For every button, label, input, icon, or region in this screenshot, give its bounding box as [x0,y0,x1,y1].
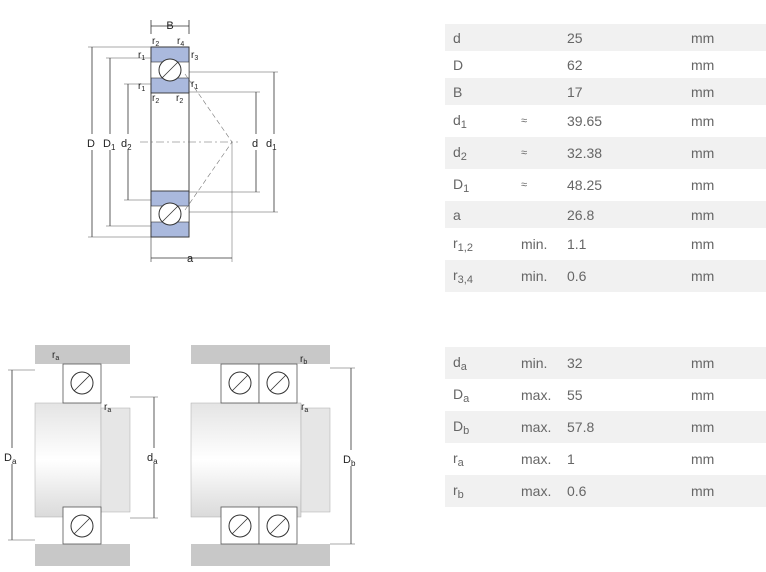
single-mounting-drawing: Da da ra ra [2,345,166,566]
dimension-symbol: Db [445,411,513,443]
dimension-unit: mm [683,24,766,51]
dimension-unit: mm [691,236,715,252]
label-r1-right: r1 [191,79,198,91]
dimension-qualifier [513,51,559,78]
label-r1-top: r1 [138,50,145,62]
dimension-unit: mm [683,137,766,169]
dimension-unit: mm [683,78,766,105]
dimension-value: 57.8 [559,411,683,443]
dimension-qualifier: min. [521,236,548,252]
dimension-qualifier: max. [521,451,552,467]
table-row: Da max. 55 mm [445,379,766,411]
dimension-value: 55 [567,387,583,403]
dimension-value: 1.1 [567,236,587,252]
label-D: D [87,138,95,150]
dimension-qualifier [513,24,559,51]
dimension-value: 32 [559,347,683,379]
dimension-symbol: D [453,56,464,73]
dimension-qualifier: ≈ [521,179,528,191]
label-da: da [147,452,158,466]
dimension-symbol: Da [453,385,470,405]
dimension-value: 32.38 [559,137,683,169]
dimension-unit: mm [683,260,766,292]
dimension-unit: mm [683,347,766,379]
label-r4: r4 [177,36,184,48]
dimension-symbol: a [445,201,513,228]
dimension-qualifier [513,201,559,228]
table-row: r1,2 min. 1.1 mm [445,228,766,260]
dimension-symbol: D1 [453,175,470,195]
label-ra-paired: ra [301,402,308,414]
dimension-value: 25 [559,24,683,51]
label-d2: d2 [121,138,132,152]
dimension-qualifier: ≈ [513,137,559,169]
label-Da: Da [4,452,17,466]
dimension-qualifier: ≈ [521,115,528,127]
dimension-symbol: B [445,78,513,105]
dimension-value: 1 [567,451,575,467]
dimension-unit: mm [691,451,715,467]
dimension-qualifier: max. [521,387,552,403]
table-row: d1 ≈39.65 mm [445,105,766,137]
dimension-unit: mm [683,411,766,443]
label-rb: rb [300,354,307,366]
dimension-value: 17 [559,78,683,105]
paired-mounting-drawing: Db rb ra [190,345,363,566]
dimension-value: 26.8 [559,201,683,228]
label-ra-shaft: ra [104,402,111,414]
label-r3: r3 [191,50,198,62]
dimension-qualifier [513,78,559,105]
label-r1-left: r1 [138,81,145,93]
dimension-qualifier: min. [513,347,559,379]
dimension-qualifier: max. [513,475,559,507]
label-a: a [187,253,194,265]
dimension-value: 62 [567,56,583,73]
label-r2-bottom: r2 [152,93,159,105]
dimension-symbol: r1,2 [453,234,473,254]
label-ra-top: ra [52,350,59,362]
label-r2-top: r2 [152,36,159,48]
dimension-symbol: d [445,24,513,51]
label-d: d [252,138,258,150]
dimension-unit: mm [691,113,715,129]
dimension-qualifier: min. [513,260,559,292]
label-d1: d1 [266,138,277,152]
table-row: D1 ≈48.25 mm [445,169,766,201]
table-row: D 62 mm [445,51,766,78]
table-row: ra max. 1 mm [445,443,766,475]
dimension-symbol: d2 [445,137,513,169]
dimension-unit: mm [691,177,715,193]
dimension-symbol: rb [445,475,513,507]
dimension-symbol: ra [453,449,464,469]
dimension-unit: mm [683,201,766,228]
dimension-value: 48.25 [567,177,603,193]
dimension-value: 0.6 [559,475,683,507]
label-Db: Db [343,454,356,468]
dimension-symbol: da [445,347,513,379]
label-r2-bottom-right: r2 [176,93,183,105]
dimension-unit: mm [691,56,715,73]
dimension-symbol: d1 [453,111,467,131]
bearing-dimension-drawing: B a D D1 d2 d d1 r2 r4 r1 r3 r1 [82,20,284,265]
dimension-unit: mm [691,387,715,403]
dimension-symbol: r3,4 [445,260,513,292]
dimension-unit: mm [683,475,766,507]
label-B: B [166,20,173,32]
label-D1: D1 [103,138,116,152]
dimension-value: 39.65 [567,113,603,129]
dimension-qualifier: max. [513,411,559,443]
dimension-value: 0.6 [559,260,683,292]
